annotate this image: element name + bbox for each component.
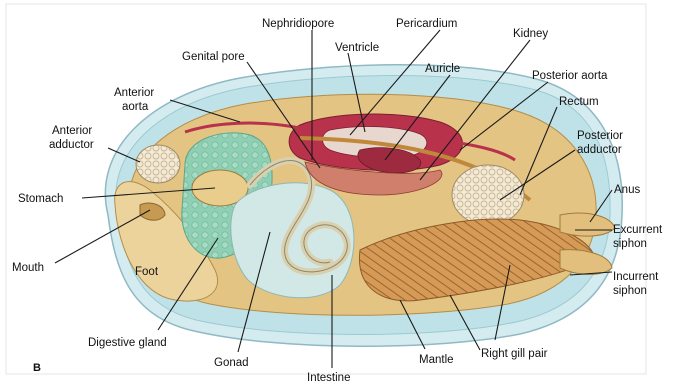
- label-stomach: Stomach: [18, 193, 63, 205]
- label-posterior-adductor-line2: adductor: [577, 144, 622, 156]
- label-genital-pore: Genital pore: [182, 51, 245, 63]
- gonad-shape: [231, 183, 354, 298]
- label-kidney: Kidney: [513, 28, 548, 40]
- label-incurrent-siphon-line1: Incurrent: [613, 271, 659, 283]
- label-nephridiopore: Nephridiopore: [262, 18, 334, 30]
- label-auricle: Auricle: [425, 63, 460, 75]
- label-rectum: Rectum: [559, 96, 599, 108]
- figure-letter: B: [33, 362, 41, 374]
- label-mouth: Mouth: [12, 262, 44, 274]
- label-excurrent-siphon-line1: Excurrent: [613, 224, 663, 236]
- label-intestine: Intestine: [307, 372, 350, 383]
- label-gonad: Gonad: [214, 357, 249, 369]
- label-anus: Anus: [614, 184, 640, 196]
- label-anterior-adductor-line1: Anterior: [52, 125, 92, 137]
- label-digestive-gland: Digestive gland: [88, 337, 167, 349]
- label-posterior-aorta: Posterior aorta: [532, 70, 608, 82]
- label-mantle: Mantle: [419, 354, 454, 366]
- anterior-adductor-muscle: [136, 145, 180, 183]
- label-anterior-aorta-line1: Anterior: [114, 87, 154, 99]
- label-incurrent-siphon-line2: siphon: [613, 285, 647, 297]
- label-foot: Foot: [135, 266, 159, 278]
- label-right-gill-pair: Right gill pair: [481, 348, 548, 360]
- label-ventricle: Ventricle: [335, 42, 379, 54]
- label-anterior-adductor-line2: adductor: [49, 139, 94, 151]
- posterior-adductor-muscle: [452, 165, 524, 225]
- label-pericardium: Pericardium: [396, 18, 457, 30]
- label-excurrent-siphon-line2: siphon: [613, 238, 647, 250]
- label-posterior-adductor-line1: Posterior: [577, 130, 623, 142]
- label-anterior-aorta-line2: aorta: [122, 101, 149, 113]
